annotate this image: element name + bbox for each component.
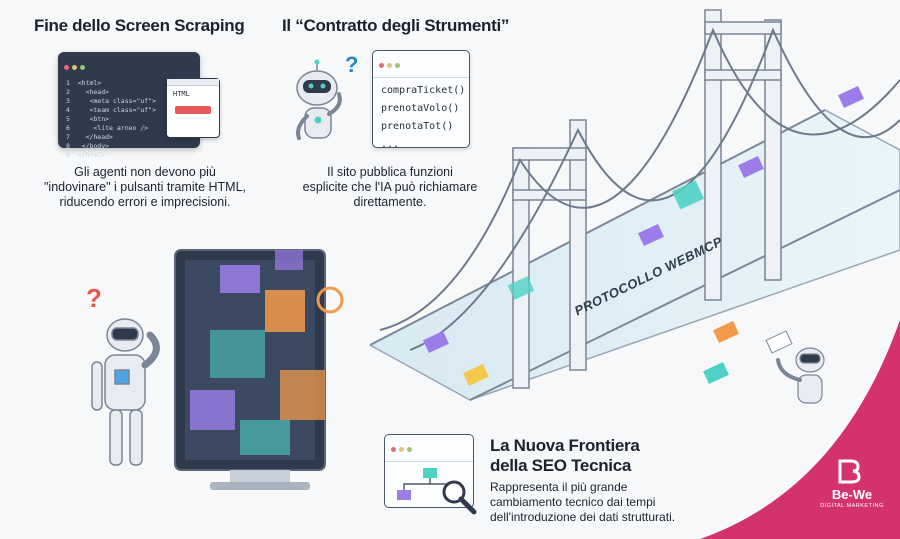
bridge-robot-icon — [776, 347, 825, 404]
code-line: 5 <btn> — [66, 115, 110, 123]
floating-panel — [190, 390, 235, 430]
be-we-logo-icon — [838, 459, 861, 484]
brand-corner-shape — [700, 320, 900, 539]
section1-description: Gli agenti non devono più "indovinare" i… — [30, 165, 260, 210]
section1-desc-line: riducendo errori e imprecisioni. — [59, 195, 231, 209]
confused-robot-icon — [91, 318, 160, 466]
section1-desc-line: Gli agenti non devono più — [74, 165, 216, 179]
brand-tagline: DIGITAL MARKETING — [820, 503, 884, 509]
section1-desc-line: "indovinare" i pulsanti tramite HTML, — [43, 180, 246, 194]
html-code-lines: 1 <html>2 <head>3 <meta class="uf">4 <te… — [58, 77, 200, 162]
code-line: 9 </html> — [66, 151, 106, 159]
popup-error-bar — [175, 106, 211, 114]
section2-desc-line: Il sito pubblica funzioni — [327, 165, 453, 179]
functions-window: compraTicket() prenotaVolo() prenotaTot(… — [372, 50, 470, 150]
code-line: 8 </body> — [66, 142, 110, 150]
robot-with-screens-illustration — [91, 249, 344, 490]
section3-desc-line: cambiamento tecnico dai tempi — [490, 495, 656, 509]
code-line: 6 <lite arneo /> — [66, 124, 149, 132]
code-line: 3 <meta class="uf"> — [66, 97, 157, 105]
window-controls — [58, 52, 200, 77]
function-item: prenotaVolo() — [381, 103, 460, 114]
thinking-robot-icon — [296, 59, 342, 140]
floating-panel — [265, 290, 305, 332]
section1-title: Fine dello Screen Scraping — [34, 16, 245, 35]
function-item: compraTicket() — [381, 85, 466, 96]
code-line: 2 <head> — [66, 88, 110, 96]
floating-panel — [280, 370, 325, 420]
section2-description: Il sito pubblica funzioni esplicite che … — [290, 165, 490, 210]
section3-description: Rappresenta il più grande cambiamento te… — [490, 480, 675, 525]
brand-name: Be-We — [831, 487, 873, 502]
code-line: 4 <team class="uf"> — [66, 106, 157, 114]
section3-title-line: La Nuova Frontiera — [490, 436, 640, 455]
window-controls — [373, 51, 469, 78]
function-item: prenotaTot() — [381, 121, 454, 132]
section2-desc-line: esplicite che l'IA può richiamare — [302, 180, 478, 194]
window-controls — [385, 435, 473, 462]
section3-title-line: della SEO Tecnica — [490, 456, 632, 475]
data-envelope-icon — [423, 86, 864, 386]
floating-panel — [210, 330, 265, 378]
webmcp-bridge-illustration — [370, 9, 900, 404]
question-mark-icon: ? — [86, 283, 102, 313]
bridge-tower — [512, 119, 587, 389]
section3-title: La Nuova Frontiera della SEO Tecnica — [490, 436, 640, 476]
popup-titlebar — [167, 79, 219, 86]
code-line: 7 </head> — [66, 133, 113, 141]
magnifier-icon — [442, 480, 477, 515]
section3-desc-line: Rappresenta il più grande — [490, 480, 628, 494]
function-item: ... — [381, 139, 400, 150]
code-line: 1 <html> — [66, 79, 102, 87]
section2-desc-line: direttamente. — [353, 195, 427, 209]
section2-title: Il “Contratto degli Strumenti” — [282, 16, 510, 35]
section3-desc-line: dell'introduzione dei dati strutturati. — [490, 510, 676, 524]
html-popup: HTML — [166, 78, 220, 138]
floating-panel — [240, 420, 290, 455]
question-mark-icon: ? — [345, 52, 359, 77]
floating-panel — [220, 265, 260, 293]
popup-label: HTML — [173, 90, 190, 98]
